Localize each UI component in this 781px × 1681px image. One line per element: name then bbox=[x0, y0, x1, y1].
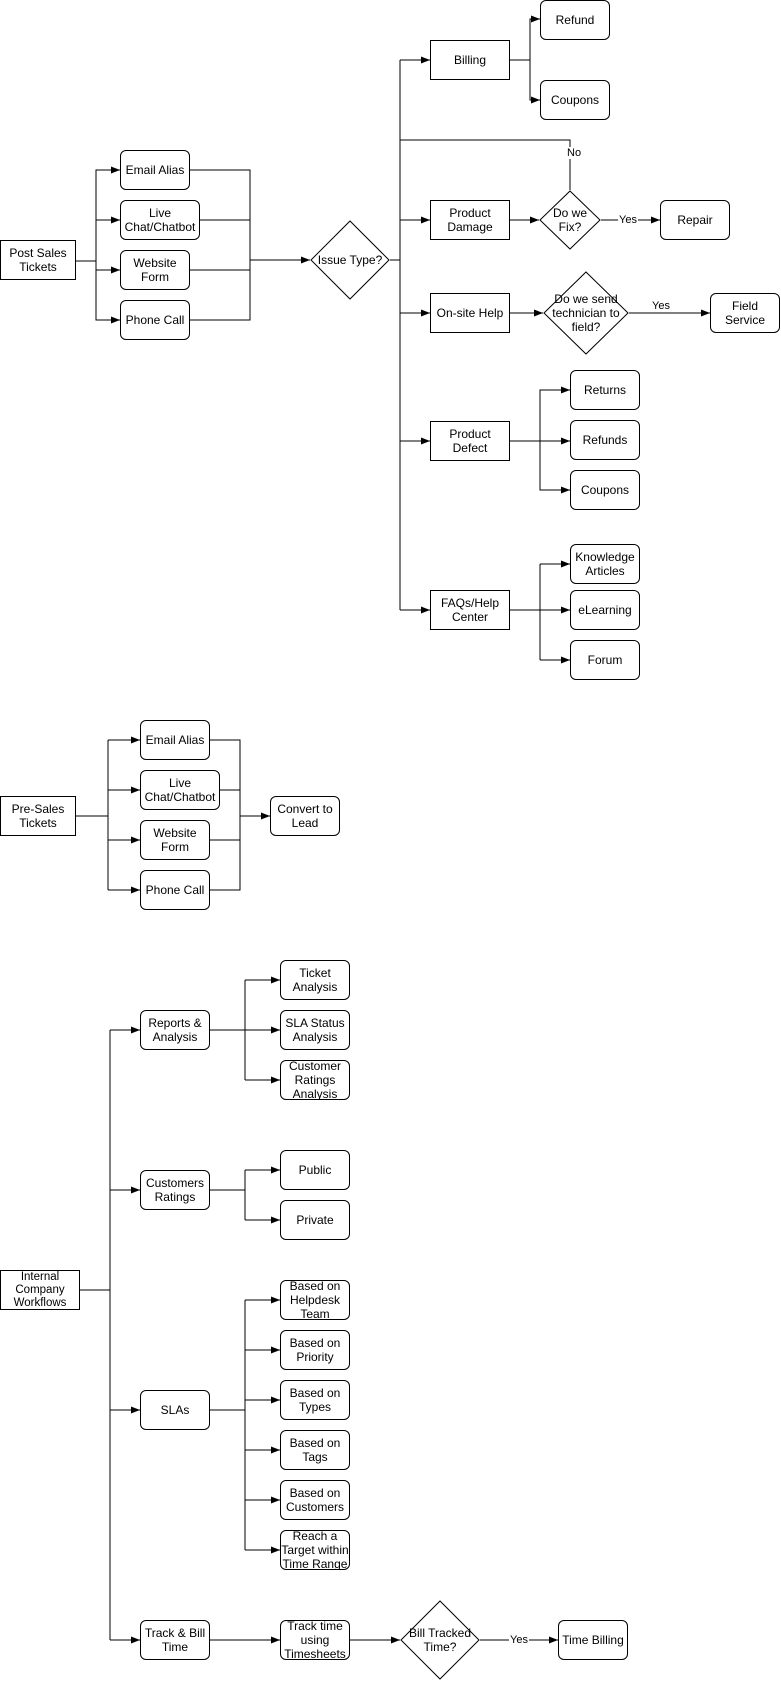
technician-yes-label: Yes bbox=[651, 300, 671, 312]
faqs-help-center-node[interactable]: FAQs/Help Center bbox=[430, 590, 510, 630]
sla-tags-node[interactable]: Based on Tags bbox=[280, 1430, 350, 1470]
edge-root-email bbox=[76, 166, 120, 262]
edge-root-phone bbox=[95, 270, 120, 324]
track-time-timesheets-node[interactable]: Track time using Timesheets bbox=[280, 1620, 350, 1660]
private-node[interactable]: Private bbox=[280, 1200, 350, 1240]
edge-faqs-children bbox=[510, 564, 541, 660]
elearning-node[interactable]: eLearning bbox=[570, 590, 640, 630]
issue-type-label: Issue Type? bbox=[317, 253, 383, 267]
bill-yes-label: Yes bbox=[509, 1634, 529, 1646]
channel-website-form-node[interactable]: Website Form bbox=[120, 250, 190, 290]
refund-node[interactable]: Refund bbox=[540, 0, 610, 40]
billing-coupons-node[interactable]: Coupons bbox=[540, 80, 610, 120]
post-sales-tickets-node[interactable]: Post Sales Tickets bbox=[0, 240, 76, 280]
internal-workflows-node[interactable]: Internal Company Workflows bbox=[0, 1270, 80, 1310]
do-we-fix-label: Do we Fix? bbox=[552, 206, 587, 234]
bill-tracked-time-decision[interactable]: Bill Tracked Time? bbox=[400, 1600, 480, 1680]
forum-node[interactable]: Forum bbox=[570, 640, 640, 680]
sla-status-analysis-node[interactable]: SLA Status Analysis bbox=[280, 1010, 350, 1050]
reports-analysis-node[interactable]: Reports & Analysis bbox=[140, 1010, 210, 1050]
edge-pre-trunk bbox=[76, 740, 109, 890]
pre-phone-call-node[interactable]: Phone Call bbox=[140, 870, 210, 910]
field-service-node[interactable]: Field Service bbox=[710, 293, 780, 333]
repair-node[interactable]: Repair bbox=[660, 200, 730, 240]
defect-coupons-node[interactable]: Coupons bbox=[570, 470, 640, 510]
ticket-analysis-node[interactable]: Ticket Analysis bbox=[280, 960, 350, 1000]
returns-node[interactable]: Returns bbox=[570, 370, 640, 410]
sla-target-time-range-node[interactable]: Reach a Target within Time Range bbox=[280, 1530, 350, 1570]
product-defect-node[interactable]: Product Defect bbox=[430, 421, 510, 461]
pre-website-form-node[interactable]: Website Form bbox=[140, 820, 210, 860]
edge-billing-coupons bbox=[529, 60, 540, 104]
billing-node[interactable]: Billing bbox=[430, 40, 510, 80]
edge-ratings-children bbox=[210, 1170, 246, 1220]
edge-channels-merge bbox=[190, 169, 251, 321]
do-we-fix-decision[interactable]: Do we Fix? bbox=[539, 190, 601, 250]
edge-pre-merge bbox=[210, 739, 241, 891]
customer-ratings-analysis-node[interactable]: Customer Ratings Analysis bbox=[280, 1060, 350, 1100]
convert-to-lead-node[interactable]: Convert to Lead bbox=[270, 796, 340, 836]
sla-priority-node[interactable]: Based on Priority bbox=[280, 1330, 350, 1370]
fix-no-label: No bbox=[566, 147, 583, 159]
bill-tracked-time-label: Bill Tracked Time? bbox=[408, 1626, 472, 1654]
product-damage-node[interactable]: Product Damage bbox=[430, 200, 510, 240]
track-bill-time-node[interactable]: Track & Bill Time bbox=[140, 1620, 210, 1660]
channel-live-chat-node[interactable]: Live Chat/Chatbot bbox=[120, 200, 200, 240]
edge-fix-no bbox=[400, 139, 571, 190]
send-technician-label: Do we send technician to field? bbox=[552, 292, 620, 334]
edge-sla-children bbox=[210, 1300, 246, 1550]
edge-root-web bbox=[95, 261, 120, 274]
issue-type-decision[interactable]: Issue Type? bbox=[310, 220, 390, 300]
refunds-node[interactable]: Refunds bbox=[570, 420, 640, 460]
channel-phone-call-node[interactable]: Phone Call bbox=[120, 300, 190, 340]
sla-types-node[interactable]: Based on Types bbox=[280, 1380, 350, 1420]
edge-billing-refund bbox=[510, 15, 540, 61]
fix-yes-label: Yes bbox=[618, 214, 638, 226]
public-node[interactable]: Public bbox=[280, 1150, 350, 1190]
slas-node[interactable]: SLAs bbox=[140, 1390, 210, 1430]
edge-decision-trunk bbox=[390, 60, 401, 610]
knowledge-articles-node[interactable]: Knowledge Articles bbox=[570, 544, 640, 584]
channel-email-alias-node[interactable]: Email Alias bbox=[120, 150, 190, 190]
pre-sales-tickets-node[interactable]: Pre-Sales Tickets bbox=[0, 796, 76, 836]
edge-reports-children bbox=[210, 980, 246, 1080]
pre-email-alias-node[interactable]: Email Alias bbox=[140, 720, 210, 760]
pre-live-chat-node[interactable]: Live Chat/Chatbot bbox=[140, 770, 220, 810]
edge-defect-children bbox=[510, 389, 570, 491]
onsite-help-node[interactable]: On-site Help bbox=[430, 293, 510, 333]
edge-int-trunk bbox=[80, 1030, 111, 1640]
send-technician-decision[interactable]: Do we send technician to field? bbox=[543, 271, 629, 355]
sla-customers-node[interactable]: Based on Customers bbox=[280, 1480, 350, 1520]
sla-helpdesk-team-node[interactable]: Based on Helpdesk Team bbox=[280, 1280, 350, 1320]
time-billing-node[interactable]: Time Billing bbox=[558, 1620, 628, 1660]
customers-ratings-node[interactable]: Customers Ratings bbox=[140, 1170, 210, 1210]
